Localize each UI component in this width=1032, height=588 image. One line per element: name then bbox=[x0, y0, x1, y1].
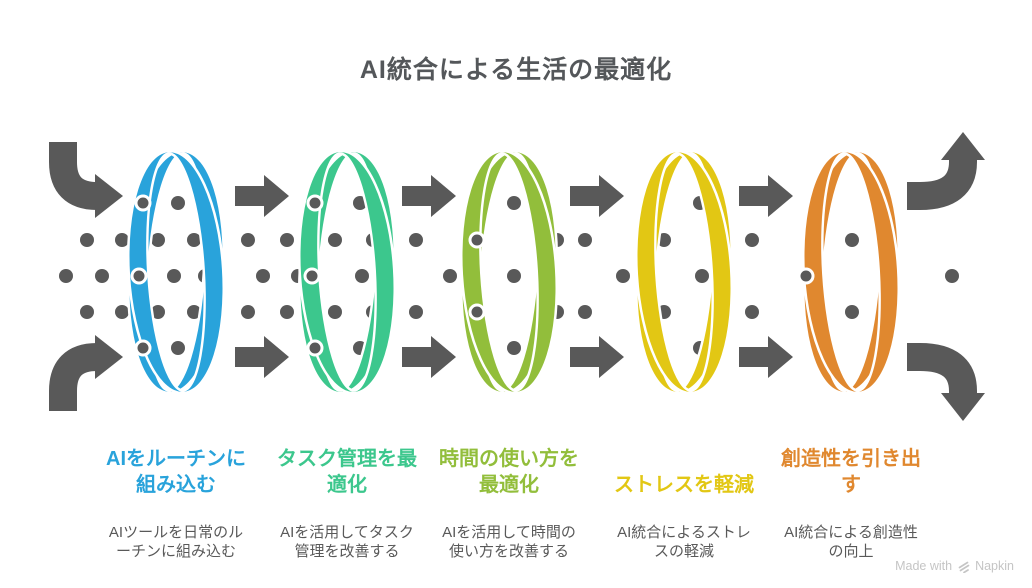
flow-dot bbox=[59, 269, 73, 283]
flow-dot bbox=[171, 196, 185, 210]
flow-dot-on-ring bbox=[468, 231, 486, 249]
entry-arrow-top-icon bbox=[49, 142, 123, 218]
flow-dot bbox=[80, 305, 94, 319]
stage-title: AIをルーチンに 組み込む bbox=[106, 448, 246, 496]
ring-creativity bbox=[802, 149, 900, 395]
flow-dot bbox=[151, 305, 165, 319]
flow-dot bbox=[507, 196, 521, 210]
ring-time bbox=[460, 149, 558, 395]
flow-dot bbox=[845, 305, 859, 319]
flow-dot bbox=[745, 233, 759, 247]
stage-title: 創造性を引き出 す bbox=[781, 448, 921, 496]
ring-stress bbox=[635, 149, 733, 395]
stage-desc: AI統合によるストレ スの軽減 bbox=[617, 524, 751, 560]
flow-dot bbox=[328, 233, 342, 247]
flow-dot bbox=[95, 269, 109, 283]
watermark[interactable]: Made with Napkin bbox=[895, 559, 1014, 573]
flow-dot-on-ring bbox=[468, 303, 486, 321]
flow-dot bbox=[328, 305, 342, 319]
flow-dot bbox=[578, 305, 592, 319]
exit-arrow-top-icon bbox=[907, 132, 985, 210]
stage-desc: AIを活用して時間の 使い方を改善する bbox=[442, 524, 576, 560]
flow-dot bbox=[845, 233, 859, 247]
flow-dot bbox=[409, 233, 423, 247]
flow-dot-on-ring bbox=[306, 339, 324, 357]
flow-dot bbox=[151, 233, 165, 247]
flow-arrow-icon bbox=[739, 336, 793, 378]
flow-dot bbox=[241, 233, 255, 247]
stage-label-routine: AIをルーチンに 組み込む AIツールを日常のル ーチンに組み込む bbox=[91, 426, 261, 579]
flow-dot-on-ring bbox=[797, 267, 815, 285]
stage-desc: AIを活用してタスク 管理を改善する bbox=[280, 524, 414, 560]
flow-dot bbox=[171, 341, 185, 355]
ring-routine bbox=[127, 149, 225, 395]
flow-dot bbox=[80, 233, 94, 247]
flow-dot-on-ring bbox=[303, 267, 321, 285]
flow-dot-on-ring bbox=[130, 267, 148, 285]
flow-dot bbox=[409, 305, 423, 319]
stage-title: ストレスを軽減 bbox=[614, 474, 754, 496]
rings-layer bbox=[127, 149, 900, 395]
stage-label-time: 時間の使い方を 最適化 AIを活用して時間の 使い方を改善する bbox=[424, 426, 594, 579]
flow-dot bbox=[507, 269, 521, 283]
flow-dot bbox=[616, 269, 630, 283]
flow-dot bbox=[167, 269, 181, 283]
flow-dot bbox=[115, 233, 129, 247]
flow-dot bbox=[280, 233, 294, 247]
flow-dot bbox=[115, 305, 129, 319]
flow-dot bbox=[507, 341, 521, 355]
flow-dot bbox=[443, 269, 457, 283]
stage-label-creativity: 創造性を引き出 す AI統合による創造性 の向上 bbox=[766, 426, 936, 579]
flow-arrow-icon bbox=[402, 336, 456, 378]
flow-dot bbox=[241, 305, 255, 319]
flow-dot bbox=[355, 269, 369, 283]
flow-dot bbox=[256, 269, 270, 283]
flow-arrow-icon bbox=[235, 336, 289, 378]
page-title: AI統合による生活の最適化 bbox=[359, 56, 673, 84]
entry-arrow-bottom-icon bbox=[49, 335, 123, 411]
flow-dot bbox=[280, 305, 294, 319]
flow-dot bbox=[945, 269, 959, 283]
ring-tasks bbox=[298, 149, 396, 395]
stage-title: タスク管理を最 適化 bbox=[277, 448, 417, 496]
stage-desc: AIツールを日常のル ーチンに組み込む bbox=[108, 524, 244, 560]
watermark-prefix: Made with bbox=[895, 559, 953, 573]
flow-dot bbox=[695, 269, 709, 283]
flow-arrow-icon bbox=[739, 175, 793, 217]
stage-label-stress: ストレスを軽減 AI統合によるストレ スの軽減 bbox=[599, 426, 769, 579]
flow-arrow-icon bbox=[570, 336, 624, 378]
flow-arrow-icon bbox=[570, 175, 624, 217]
flow-dot-on-ring bbox=[306, 194, 324, 212]
stage-label-tasks: タスク管理を最 適化 AIを活用してタスク 管理を改善する bbox=[262, 426, 432, 579]
flow-dot bbox=[187, 233, 201, 247]
flow-arrow-icon bbox=[402, 175, 456, 217]
edge-dots-layer bbox=[130, 194, 815, 357]
flow-arrow-icon bbox=[235, 175, 289, 217]
napkin-logo-icon bbox=[958, 561, 970, 573]
flow-dot-on-ring bbox=[134, 194, 152, 212]
arrows-layer bbox=[49, 132, 985, 421]
flow-dot-on-ring bbox=[134, 339, 152, 357]
flow-dot bbox=[187, 305, 201, 319]
stage-desc: AI統合による創造性 の向上 bbox=[784, 524, 918, 560]
flow-dot bbox=[578, 233, 592, 247]
stage-title: 時間の使い方を 最適化 bbox=[439, 448, 579, 496]
watermark-brand: Napkin bbox=[975, 559, 1014, 573]
exit-arrow-bottom-icon bbox=[907, 343, 985, 421]
flow-dot bbox=[745, 305, 759, 319]
